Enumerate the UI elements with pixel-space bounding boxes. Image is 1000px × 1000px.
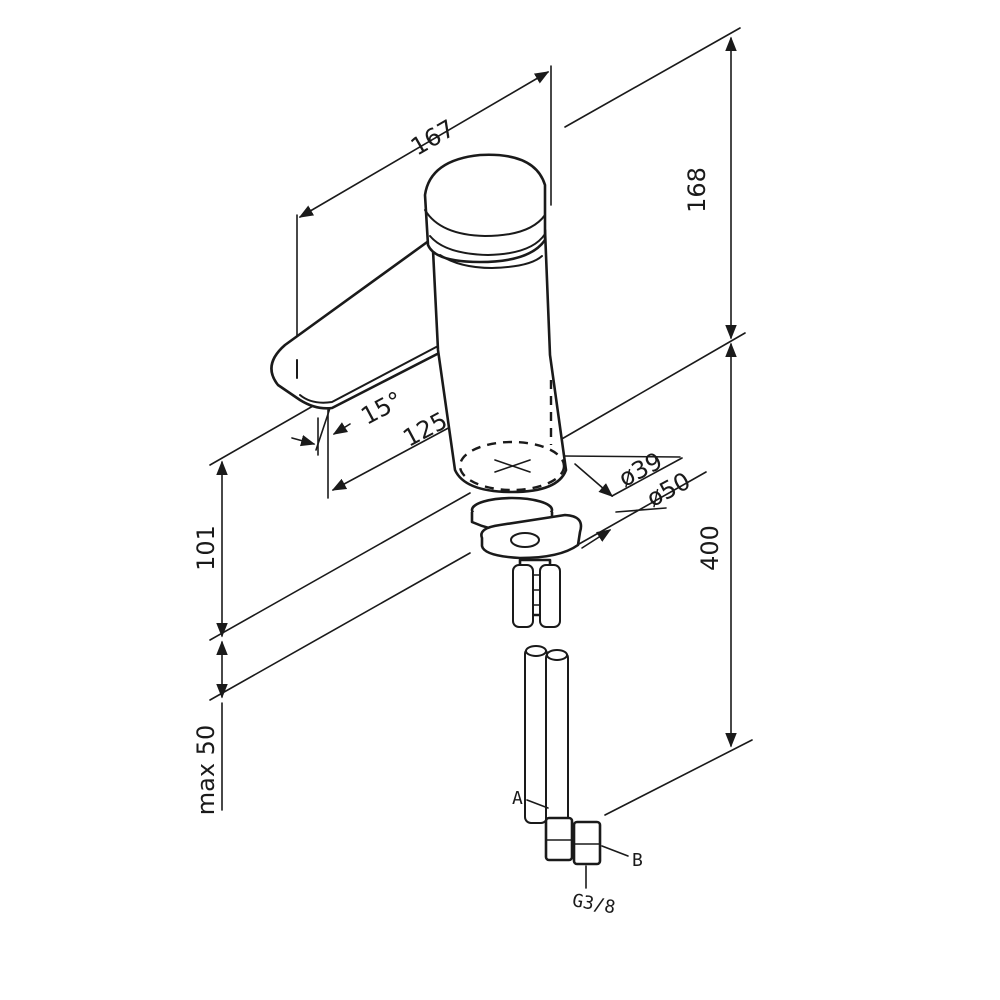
connection-labels: A B G3/8: [512, 788, 643, 918]
dimension-label-max-50: max 50: [192, 725, 220, 815]
spout-edge: [299, 344, 441, 404]
extension-line: [559, 332, 746, 441]
dimension-168: 168: [559, 27, 746, 441]
label-a: A: [512, 788, 523, 809]
hose-b-upper: [539, 564, 561, 628]
hose-a-lower: [524, 647, 548, 824]
dimension-line-39: [574, 463, 614, 497]
dimension-label-101: 101: [192, 525, 220, 571]
dimension-diameters: ø39 ø50: [562, 447, 707, 549]
dimension-line-39: [611, 457, 683, 497]
dimension-label-400: 400: [696, 525, 724, 571]
dimension-400: 400: [604, 342, 753, 816]
handle-edge: [424, 209, 546, 237]
dimension-line-50: [615, 507, 667, 513]
extension-line: [562, 455, 681, 458]
extension-line: [209, 492, 471, 641]
handle-cap: [423, 153, 547, 264]
dimension-label-167: 167: [406, 114, 460, 161]
dimension-line-50: [581, 529, 612, 549]
label-thread: G3/8: [571, 890, 617, 918]
hoses: [512, 564, 602, 866]
mounting-plate: [480, 513, 583, 560]
extension-line: [315, 407, 331, 451]
hose-end-b: [546, 649, 568, 661]
dimension-label-125: 125: [398, 406, 452, 452]
handle-edge: [439, 254, 543, 269]
dimension-label-168: 168: [683, 167, 711, 213]
hose-a-upper: [512, 564, 534, 628]
connector-a: [544, 816, 574, 862]
leader-a: [526, 799, 549, 809]
dimension-max-50: max 50: [192, 552, 471, 815]
extension-line: [209, 552, 471, 701]
dimension-line: [298, 71, 550, 218]
plate-hole: [510, 532, 540, 548]
angle-arrow: [291, 435, 316, 447]
base-outline: [458, 440, 566, 492]
connector-b: [572, 820, 602, 866]
label-b: B: [632, 850, 643, 871]
spout: [270, 238, 454, 410]
leader-b: [601, 845, 629, 857]
hose-b-lower: [545, 651, 569, 828]
dimension-101: 101: [192, 401, 471, 641]
extension-line: [209, 401, 321, 466]
faucet: [270, 153, 568, 494]
extension-line: [604, 739, 753, 816]
extension-line: [564, 27, 741, 128]
faucet-column: [430, 228, 568, 494]
hose-end-a: [525, 645, 547, 657]
angle-arrow: [332, 422, 351, 435]
handle-edge: [429, 233, 546, 256]
center-mark: [494, 459, 531, 473]
